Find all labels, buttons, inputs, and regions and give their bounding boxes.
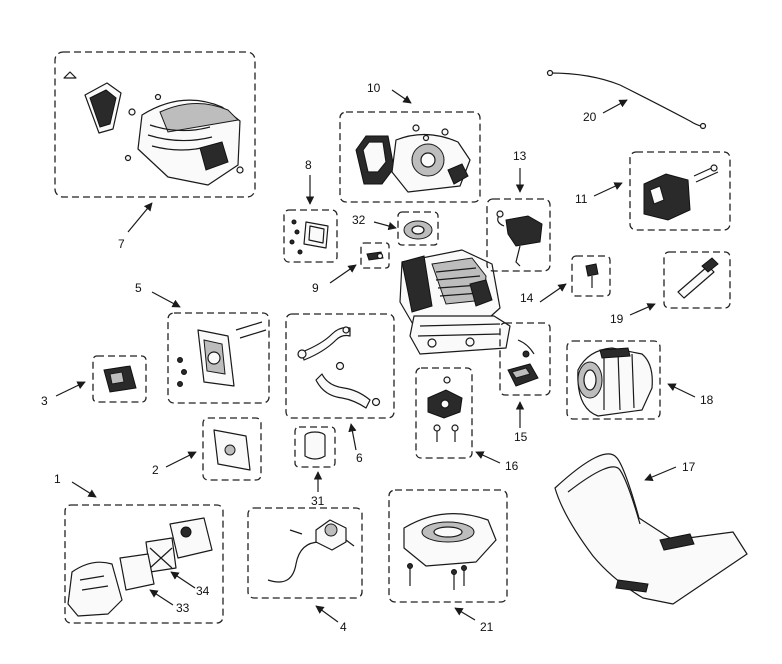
group-3-carburetor: [92, 355, 147, 403]
group-13-ignition-coil: [486, 198, 551, 272]
callout-18: 18: [700, 393, 714, 407]
group-17-handlebar: [554, 453, 748, 605]
callout-16: 16: [505, 459, 519, 473]
callout-6: 6: [356, 451, 363, 465]
callout-14: 14: [520, 291, 534, 305]
callout-9: 9: [312, 281, 319, 295]
callout-3: 3: [41, 394, 48, 408]
callout-15: 15: [514, 430, 528, 444]
callout-17: 17: [682, 460, 696, 474]
callout-21: 21: [480, 620, 494, 634]
group-9-spark-plug: [360, 242, 390, 269]
group-21-gear-housing: [388, 489, 508, 603]
callout-31: 31: [311, 494, 325, 508]
group-19-throttle-grip: [663, 251, 731, 309]
group-10-recoil-starter: [339, 111, 481, 203]
callout-1: 1: [54, 472, 61, 486]
callout-20: 20: [583, 110, 597, 124]
callout-11: 11: [575, 192, 588, 206]
group-7-engine-cover: [54, 51, 256, 198]
callout-4: 4: [340, 620, 347, 634]
group-8-gasket-kit: [283, 209, 338, 263]
group-11-muffler: [629, 151, 731, 231]
callout-32: 32: [352, 213, 366, 227]
group-18-fan-housing: [566, 340, 661, 420]
group-1-air-filter: [64, 504, 224, 624]
part-20-throttle-cable: [546, 69, 707, 130]
callout-19: 19: [610, 312, 624, 326]
group-14-stop-switch: [571, 255, 611, 297]
group-15-fuel-tank: [499, 322, 551, 396]
group-5-intake-assembly: [167, 312, 270, 404]
callout-2: 2: [152, 463, 159, 477]
callout-5: 5: [135, 281, 142, 295]
group-6-fuel-lines: [285, 313, 395, 419]
group-4-primer-fuel-line: [247, 507, 363, 599]
group-31-fuel-filter: [294, 426, 336, 468]
callout-33: 33: [176, 601, 190, 615]
callout-8: 8: [305, 158, 312, 172]
callout-13: 13: [513, 149, 527, 163]
group-16-clutch: [415, 367, 473, 459]
callout-7: 7: [118, 237, 125, 251]
callout-34: 34: [196, 584, 210, 598]
engine-assembly: [399, 249, 511, 355]
group-2-heat-shield: [202, 417, 262, 481]
callout-10: 10: [367, 81, 381, 95]
group-32-starter-pulley: [397, 211, 439, 246]
